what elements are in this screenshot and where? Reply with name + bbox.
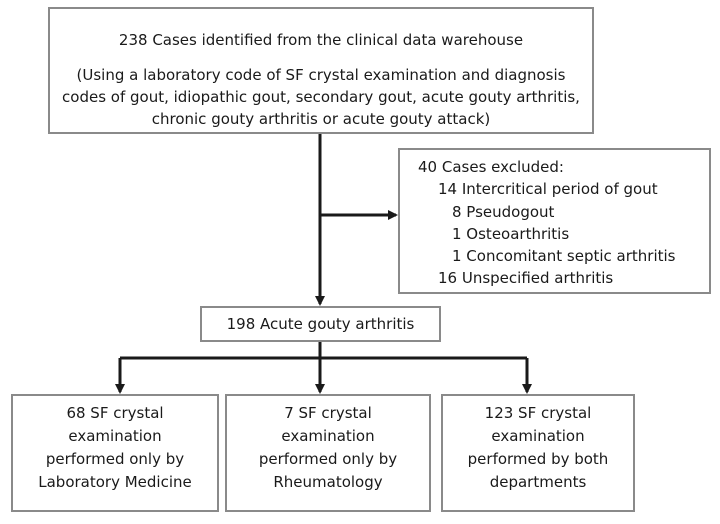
both-departments-box: 123 SF crystal examination performed by … [441,394,635,512]
both-departments-line: examination [491,427,585,445]
rheumatology-only-box: 7 SF crystal examination performed only … [225,394,431,512]
rheumatology-line: performed only by [258,450,398,468]
excluded-item: 8 Pseudogout [452,203,555,221]
acute-gouty-arthritis-box: 198 Acute gouty arthritis [200,306,441,342]
identified-cases-box: 238 Cases identified from the clinical d… [48,7,594,134]
identified-cases-detail-line-3: chronic gouty arthritis or acute gouty a… [151,110,491,128]
identified-cases-title: 238 Cases identified from the clinical d… [118,31,524,49]
acute-gouty-arthritis-label: 198 Acute gouty arthritis [226,315,415,333]
lab-medicine-line: examination [68,427,162,445]
both-departments-line: performed by both [467,450,609,468]
rheumatology-line: 7 SF crystal [284,404,372,422]
lab-medicine-line: 68 SF crystal [66,404,164,422]
lab-medicine-line: Laboratory Medicine [38,473,192,491]
lab-medicine-line: performed only by [45,450,185,468]
both-departments-line: departments [489,473,587,491]
identified-cases-detail-line-1: (Using a laboratory code of SF crystal e… [76,66,566,84]
excluded-item: 1 Osteoarthritis [452,225,570,243]
excluded-cases-box: 40 Cases excluded: 14 Intercritical peri… [398,148,711,294]
rheumatology-line: examination [281,427,375,445]
lab-medicine-only-box: 68 SF crystal examination performed only… [11,394,219,512]
rheumatology-line: Rheumatology [273,473,383,491]
excluded-item: 1 Concomitant septic arthritis [452,247,676,265]
excluded-item: 16 Unspecified arthritis [438,269,614,287]
excluded-item: 14 Intercritical period of gout [438,180,658,198]
both-departments-line: 123 SF crystal [484,404,592,422]
identified-cases-detail-line-2: codes of gout, idiopathic gout, secondar… [62,88,580,106]
excluded-title: 40 Cases excluded: [418,158,564,176]
